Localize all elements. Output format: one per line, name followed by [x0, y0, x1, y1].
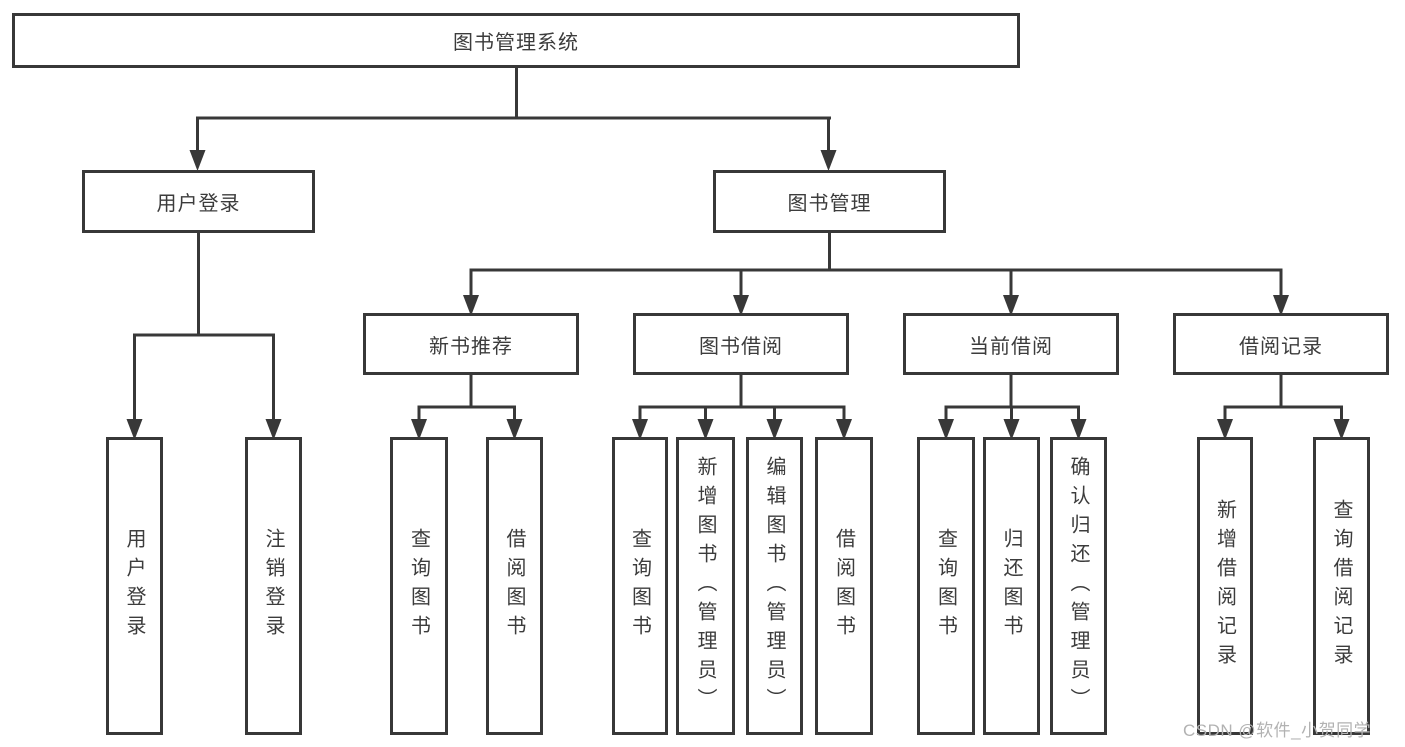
node-user-login-label: 用户登录: [156, 193, 241, 215]
node-new-book-rec-label: 新书推荐: [429, 335, 513, 358]
leaf-br-add-record-label: 新增借阅记录: [1213, 499, 1236, 673]
node-current-borrow: 当前借阅: [903, 313, 1119, 375]
leaf-logout-label: 注销登录: [262, 528, 284, 644]
node-book-mgmt: 图书管理: [713, 170, 946, 233]
leaf-br-query-record-label: 查询借阅记录: [1330, 499, 1352, 673]
leaf-bb-edit-book: 编辑图书（管理员）: [746, 437, 803, 735]
leaf-user-login: 用户登录: [106, 437, 163, 735]
node-borrow-records-label: 借阅记录: [1239, 335, 1323, 358]
leaf-nb-query-book-label: 查询图书: [407, 528, 430, 644]
connector-root-to-level2: [189, 68, 837, 171]
leaf-bb-borrow-book: 借阅图书: [815, 437, 873, 735]
node-root-label: 图书管理系统: [453, 32, 579, 54]
leaf-bb-query-book-label: 查询图书: [628, 528, 651, 644]
leaf-bb-add-book: 新增图书（管理员）: [676, 437, 735, 735]
node-root: 图书管理系统: [12, 13, 1020, 68]
node-book-mgmt-label: 图书管理: [787, 193, 872, 215]
connector-book-borrow-to-leaves: [632, 375, 852, 440]
node-new-book-rec: 新书推荐: [363, 313, 579, 375]
leaf-bb-add-book-label: 新增图书（管理员）: [694, 455, 716, 717]
leaf-bb-query-book: 查询图书: [612, 437, 668, 735]
leaf-nb-query-book: 查询图书: [390, 437, 448, 735]
leaf-cb-return-book-label: 归还图书: [1000, 528, 1022, 644]
watermark-text: CSDN @软件_小贺同学: [1183, 721, 1372, 740]
arrowhead: [189, 150, 206, 171]
connector-user-login-to-leaves: [126, 233, 282, 440]
leaf-cb-query-book-label: 查询图书: [934, 528, 957, 644]
leaf-cb-return-book: 归还图书: [983, 437, 1040, 735]
leaf-cb-query-book: 查询图书: [917, 437, 975, 735]
leaf-user-login-label: 用户登录: [123, 528, 145, 644]
arrowhead: [820, 150, 837, 171]
connector-book-mgmt-to-level3: [463, 233, 1289, 316]
connector-borrow-records-to-leaves: [1217, 375, 1350, 440]
leaf-nb-borrow-book: 借阅图书: [486, 437, 543, 735]
leaf-br-add-record: 新增借阅记录: [1197, 437, 1253, 735]
leaf-bb-borrow-book-label: 借阅图书: [832, 528, 855, 644]
connector-current-borrow-to-leaves: [938, 375, 1087, 440]
connector-new-book-rec-to-leaves: [411, 375, 523, 440]
node-book-borrow: 图书借阅: [633, 313, 849, 375]
node-current-borrow-label: 当前借阅: [969, 335, 1053, 358]
leaf-cb-confirm-return: 确认归还（管理员）: [1050, 437, 1107, 735]
node-book-borrow-label: 图书借阅: [699, 335, 783, 358]
leaf-br-query-record: 查询借阅记录: [1313, 437, 1370, 735]
leaf-cb-confirm-return-label: 确认归还（管理员）: [1067, 455, 1089, 717]
node-user-login: 用户登录: [82, 170, 315, 233]
leaf-logout: 注销登录: [245, 437, 302, 735]
leaf-nb-borrow-book-label: 借阅图书: [503, 528, 525, 644]
leaf-bb-edit-book-label: 编辑图书（管理员）: [763, 455, 785, 717]
node-borrow-records: 借阅记录: [1173, 313, 1389, 375]
